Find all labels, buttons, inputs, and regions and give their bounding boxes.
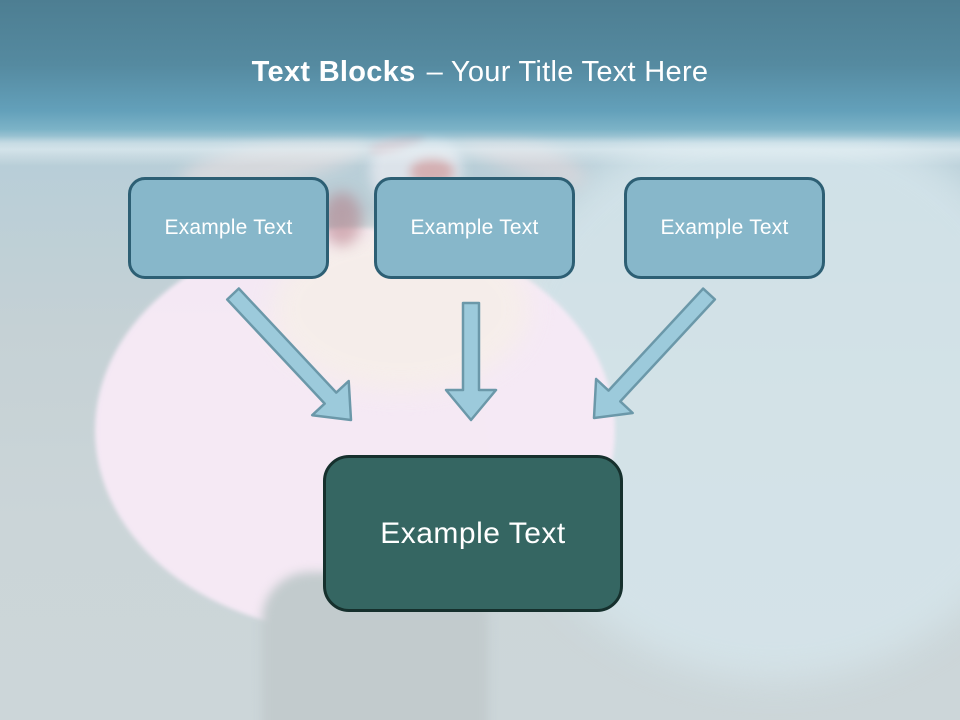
- title-emphasis: Text Blocks: [251, 56, 416, 88]
- text-block-3[interactable]: Example Text: [624, 177, 825, 279]
- title-text: – Your Title Text Here: [426, 56, 709, 88]
- connector-arrow-right: [592, 287, 717, 420]
- slide-title[interactable]: Text Blocks – Your Title Text Here: [0, 53, 960, 91]
- text-block-3-label: Example Text: [660, 216, 789, 239]
- header-band: [0, 0, 960, 154]
- connector-arrow-left: [225, 287, 353, 422]
- header-horizon-glow: [0, 136, 960, 166]
- text-block-1[interactable]: Example Text: [128, 177, 329, 279]
- text-block-1-label: Example Text: [164, 216, 293, 239]
- connector-arrow-middle: [444, 301, 498, 422]
- text-block-2-label: Example Text: [410, 216, 539, 239]
- text-block-2[interactable]: Example Text: [374, 177, 575, 279]
- center-block-label: Example Text: [380, 516, 566, 550]
- center-block[interactable]: Example Text: [323, 455, 623, 612]
